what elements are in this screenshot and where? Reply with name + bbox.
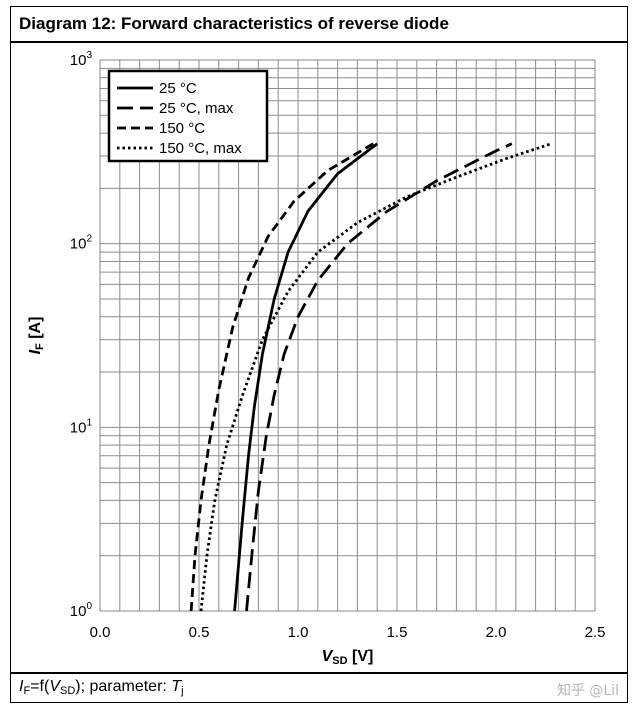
caption-sub-j: j bbox=[181, 685, 184, 697]
diagram-header: Diagram 12: Forward characteristics of r… bbox=[11, 7, 627, 43]
y-axis-label-part: [A] bbox=[27, 317, 44, 344]
y-tick-exponent: 2 bbox=[86, 234, 92, 245]
series-line-1 bbox=[233, 142, 379, 612]
caption-symbol-t: T bbox=[171, 678, 182, 695]
diagram-frame: Diagram 12: Forward characteristics of r… bbox=[10, 6, 628, 703]
x-axis-label: VSD [V] bbox=[322, 648, 374, 667]
y-tick-base: 10 bbox=[70, 52, 87, 69]
y-tick-base: 10 bbox=[70, 236, 87, 253]
series-line-4 bbox=[199, 142, 552, 612]
legend-label-2: 25 °C, max bbox=[159, 100, 234, 117]
y-axis-label-part: I bbox=[27, 349, 44, 354]
x-axis-label-part: V bbox=[322, 648, 334, 665]
y-tick-base: 10 bbox=[70, 603, 87, 620]
caption-eq: =f( bbox=[30, 678, 50, 695]
x-axis-label-part: SD bbox=[332, 655, 347, 667]
y-tick-label: 101 bbox=[70, 417, 93, 436]
y-axis-label: IF [A] bbox=[27, 317, 46, 355]
caption-sub-sd: SD bbox=[59, 685, 76, 697]
diagram-footer: IF=f(VSD); parameter: Tj 知乎 @Lil bbox=[11, 672, 627, 702]
y-tick-exponent: 0 bbox=[86, 601, 92, 612]
x-tick-label: 1.5 bbox=[387, 624, 408, 641]
y-tick-label: 102 bbox=[70, 234, 93, 253]
y-axis-label-part: F bbox=[34, 343, 46, 350]
y-tick-label: 100 bbox=[70, 601, 93, 620]
caption-symbol-v: V bbox=[49, 678, 60, 695]
caption-symbol-i: I bbox=[19, 678, 24, 695]
x-tick-label: 2.0 bbox=[486, 624, 507, 641]
y-tick-base: 10 bbox=[70, 419, 87, 436]
y-tick-exponent: 3 bbox=[86, 50, 92, 61]
x-tick-label: 0.0 bbox=[90, 624, 111, 641]
legend-label-4: 150 °C, max bbox=[159, 140, 242, 157]
series-line-2 bbox=[245, 142, 513, 612]
y-tick-label: 103 bbox=[70, 50, 93, 69]
watermark: 知乎 @Lil bbox=[556, 683, 619, 699]
legend-box bbox=[107, 69, 269, 163]
diagram-caption: IF=f(VSD); parameter: Tj bbox=[19, 678, 184, 697]
x-tick-label: 0.5 bbox=[189, 624, 210, 641]
x-tick-label: 1.0 bbox=[288, 624, 309, 641]
x-tick-label: 2.5 bbox=[585, 624, 606, 641]
legend-label-1: 25 °C bbox=[159, 80, 197, 97]
caption-param-label: ); parameter: bbox=[75, 678, 172, 695]
series-line-3 bbox=[189, 142, 374, 612]
diagram-title: Diagram 12: Forward characteristics of r… bbox=[19, 14, 449, 33]
caption-sub-f: F bbox=[23, 685, 31, 697]
y-tick-exponent: 1 bbox=[86, 417, 92, 428]
x-axis-label-part: [V] bbox=[348, 648, 374, 665]
legend-label-3: 150 °C bbox=[159, 120, 205, 137]
